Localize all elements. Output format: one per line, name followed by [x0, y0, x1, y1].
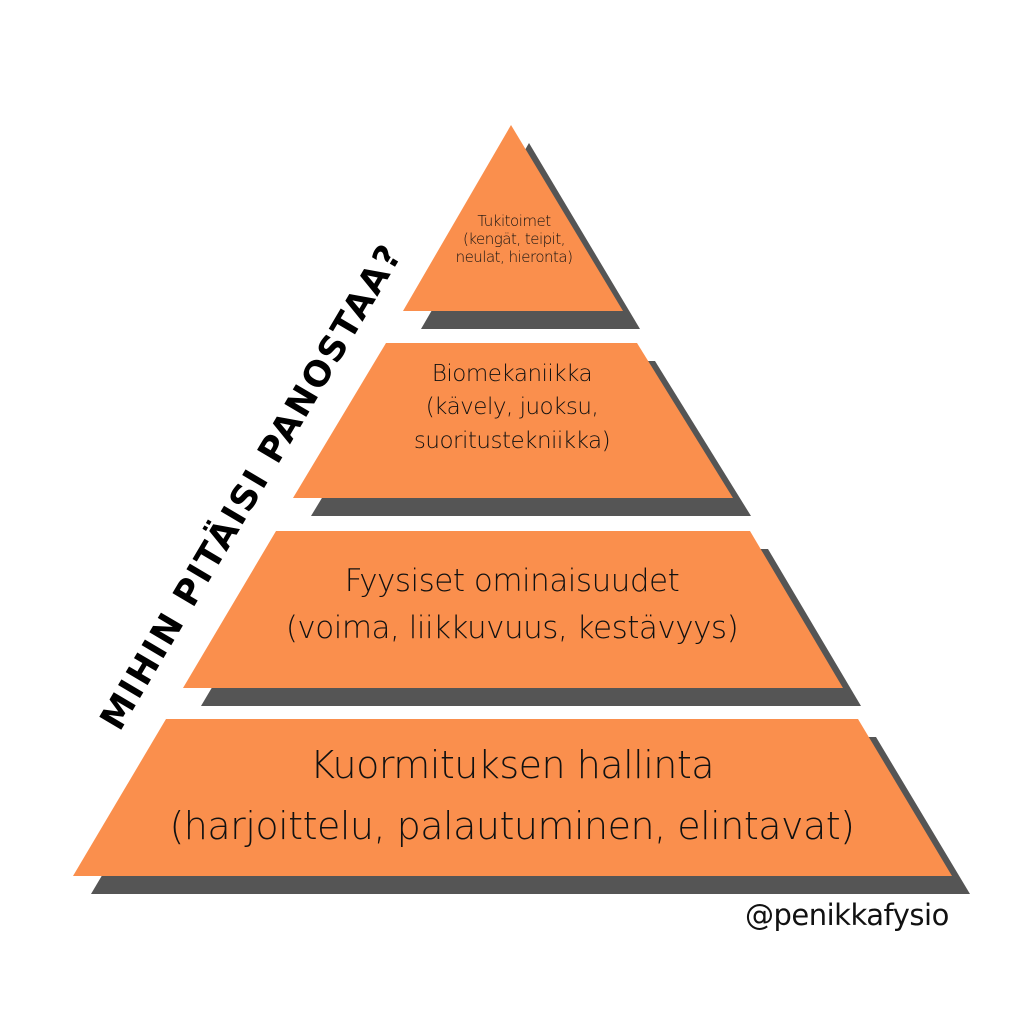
level-4-kuormituksen-hallinta: [73, 719, 952, 876]
level-1-label: Tukitoimet (kengät, teipit, neulat, hier…: [456, 212, 573, 266]
level-2-title: Biomekaniikka: [431, 361, 593, 387]
level-1-line3: neulat, hieronta): [455, 248, 573, 266]
level-2-line3: suoritustekniikka): [413, 427, 611, 454]
level-3-fyysiset-ominaisuudet: [183, 531, 843, 688]
level-3-label: Fyysiset ominaisuudet (voima, liikkuvuus…: [285, 558, 739, 651]
level-2-label: Biomekaniikka (kävely, juoksu, suoritust…: [413, 358, 611, 458]
level-3-line2: (voima, liikkuvuus, kestävyys): [285, 609, 739, 646]
level-4-line2: (harjoittelu, palautuminen, elintavat): [169, 803, 855, 848]
level-2-line2: (kävely, juoksu,: [425, 394, 599, 421]
level-4-title: Kuormituksen hallinta: [309, 743, 715, 787]
pyramid-levels: [73, 125, 952, 876]
level-1-title: Tukitoimet: [477, 212, 551, 230]
level-3-title: Fyysiset ominaisuudet: [344, 563, 680, 599]
level-4-label: Kuormituksen hallinta (harjoittelu, pala…: [169, 735, 855, 857]
level-1-line2: (kengät, teipit,: [463, 230, 565, 248]
level-1-tukitoimet: [403, 125, 623, 311]
credit-handle: @penikkafysio: [745, 898, 949, 932]
level-2-biomekaniikka: [293, 343, 733, 498]
